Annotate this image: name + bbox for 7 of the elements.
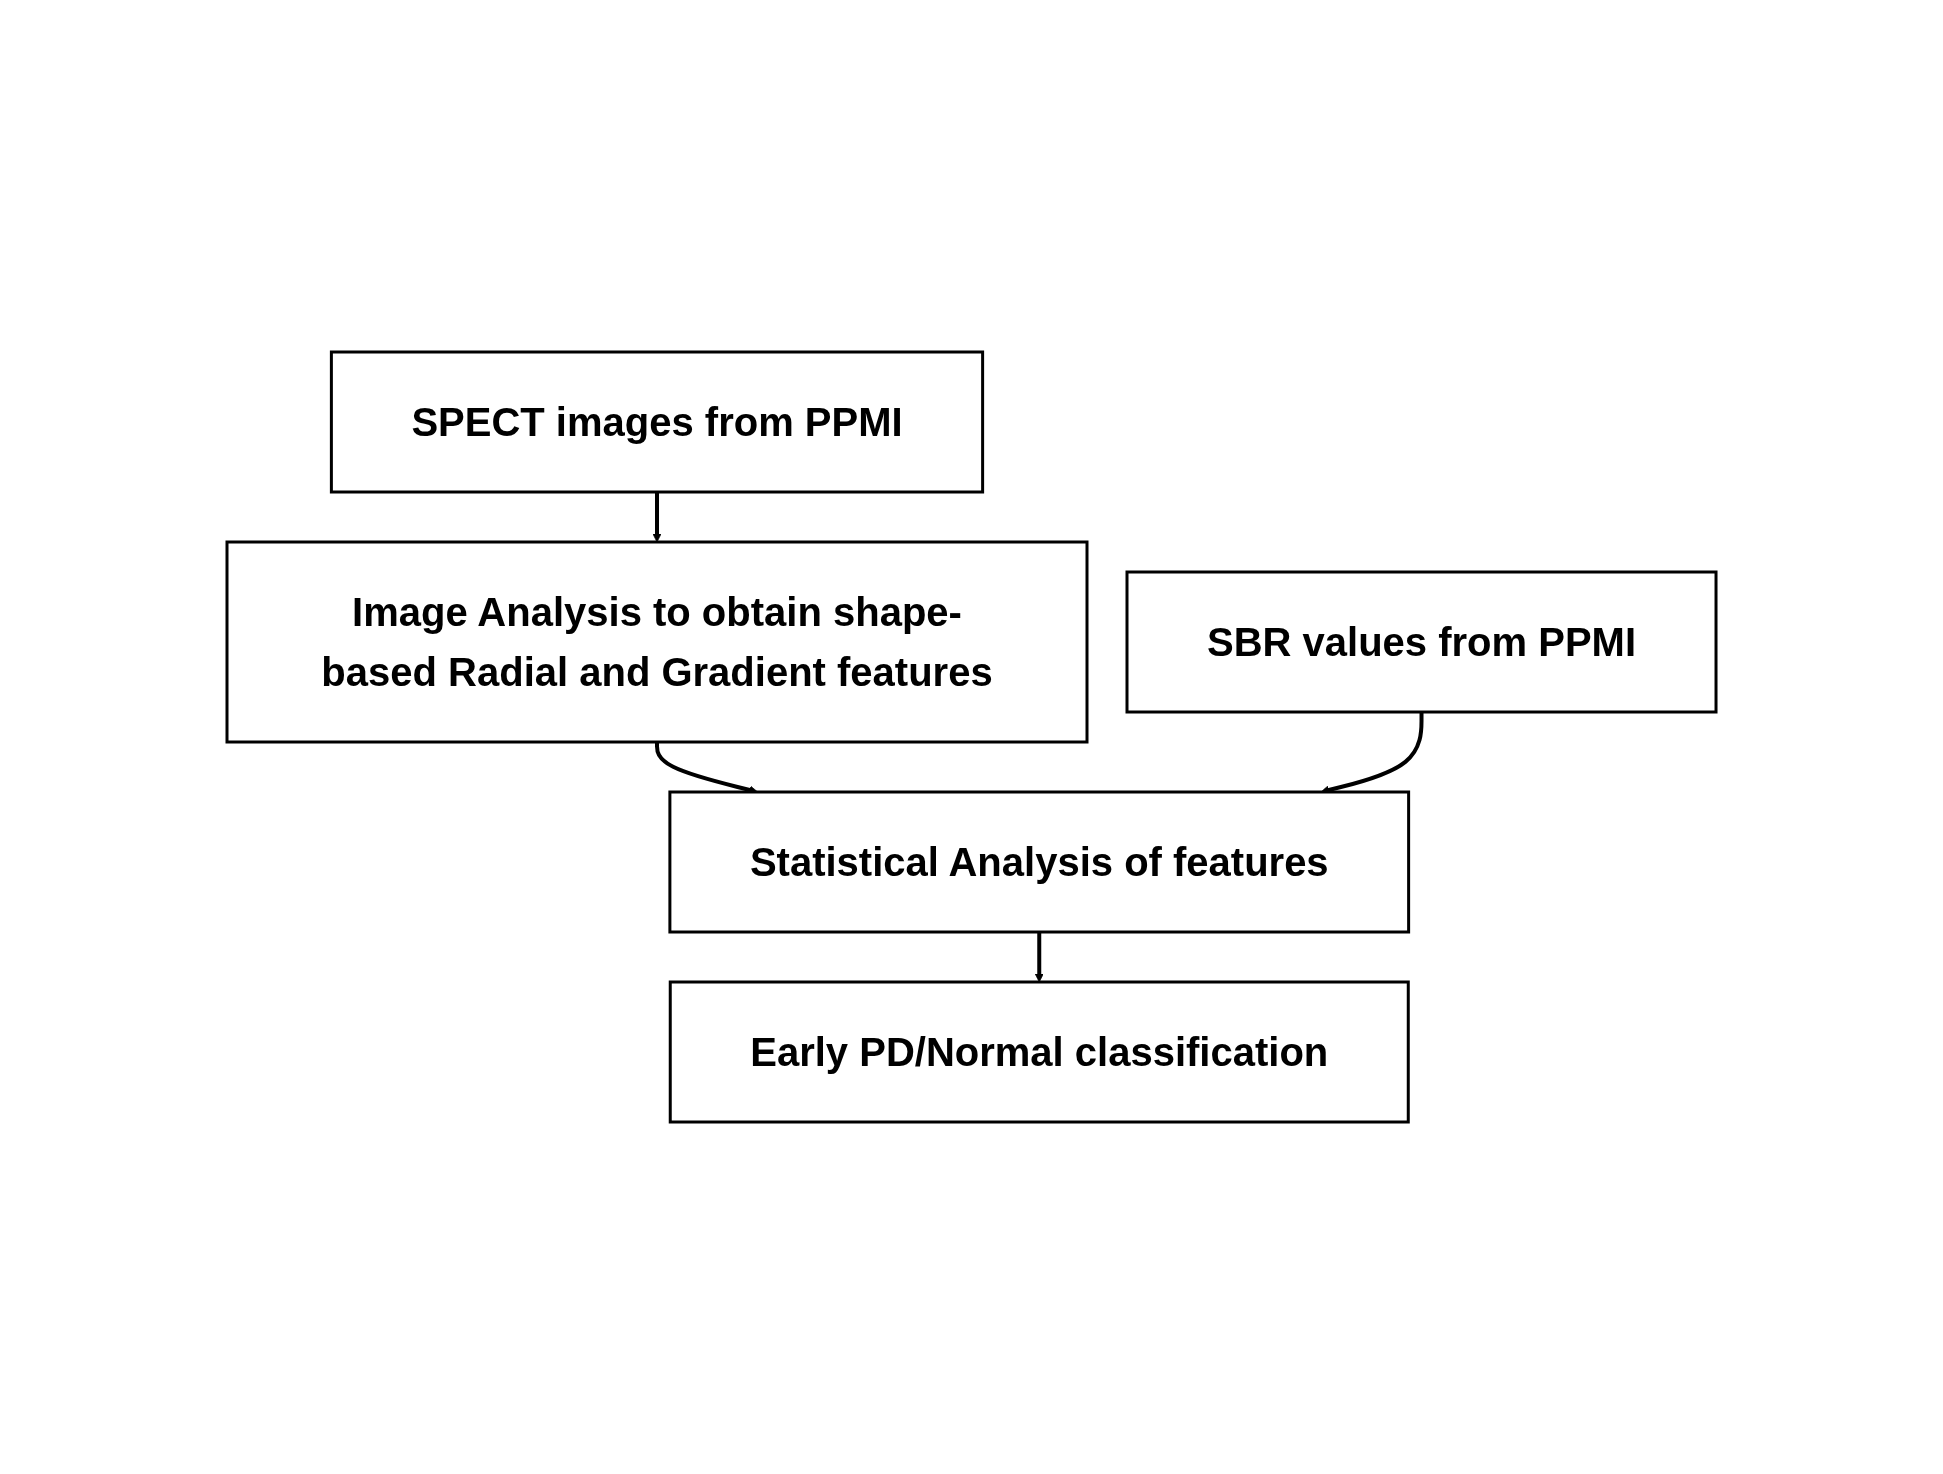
- node-box: SPECT images from PPMI: [329, 350, 985, 494]
- node-box: SBR values from PPMI: [1125, 570, 1718, 714]
- node-box: Early PD/Normal classification: [668, 980, 1410, 1124]
- node-box: Statistical Analysis of features: [668, 790, 1411, 934]
- node-box: Image Analysis to obtain shape-based Radial and Gradient features: [225, 540, 1089, 744]
- arrow: [652, 492, 662, 543]
- arrow: [1034, 932, 1044, 983]
